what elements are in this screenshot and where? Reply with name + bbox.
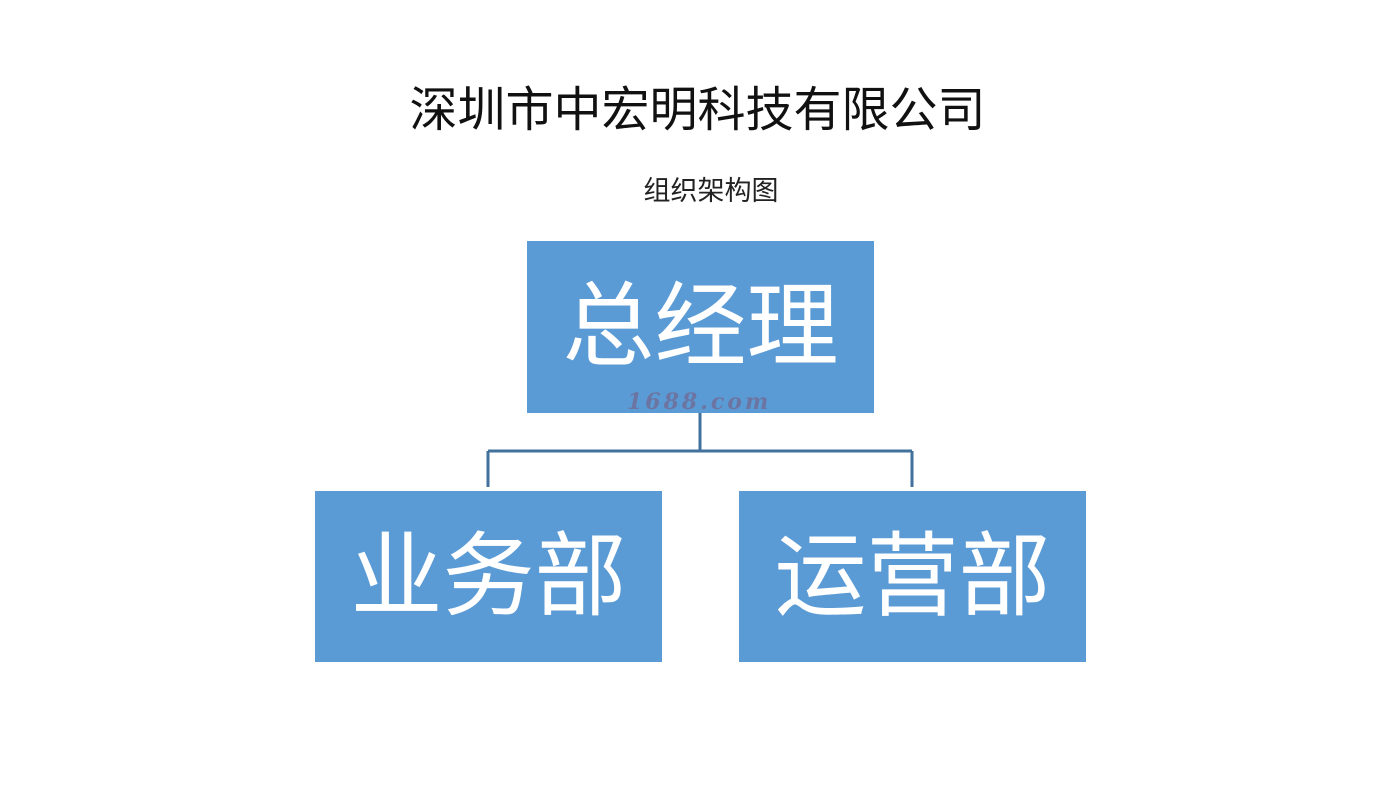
watermark-text: 1688.com (627, 389, 772, 415)
node-general-manager-label: 总经理 (562, 273, 839, 380)
node-operations-dept-label: 运营部 (774, 522, 1051, 630)
company-title: 深圳市中宏明科技有限公司 (409, 82, 986, 138)
node-business-dept-label: 业务部 (350, 522, 627, 630)
chart-subtitle: 组织架构图 (643, 176, 779, 207)
node-operations-dept[interactable]: 运营部 (739, 491, 1086, 662)
node-business-dept[interactable]: 业务部 (315, 491, 662, 662)
node-general-manager[interactable]: 总经理 (527, 241, 874, 413)
